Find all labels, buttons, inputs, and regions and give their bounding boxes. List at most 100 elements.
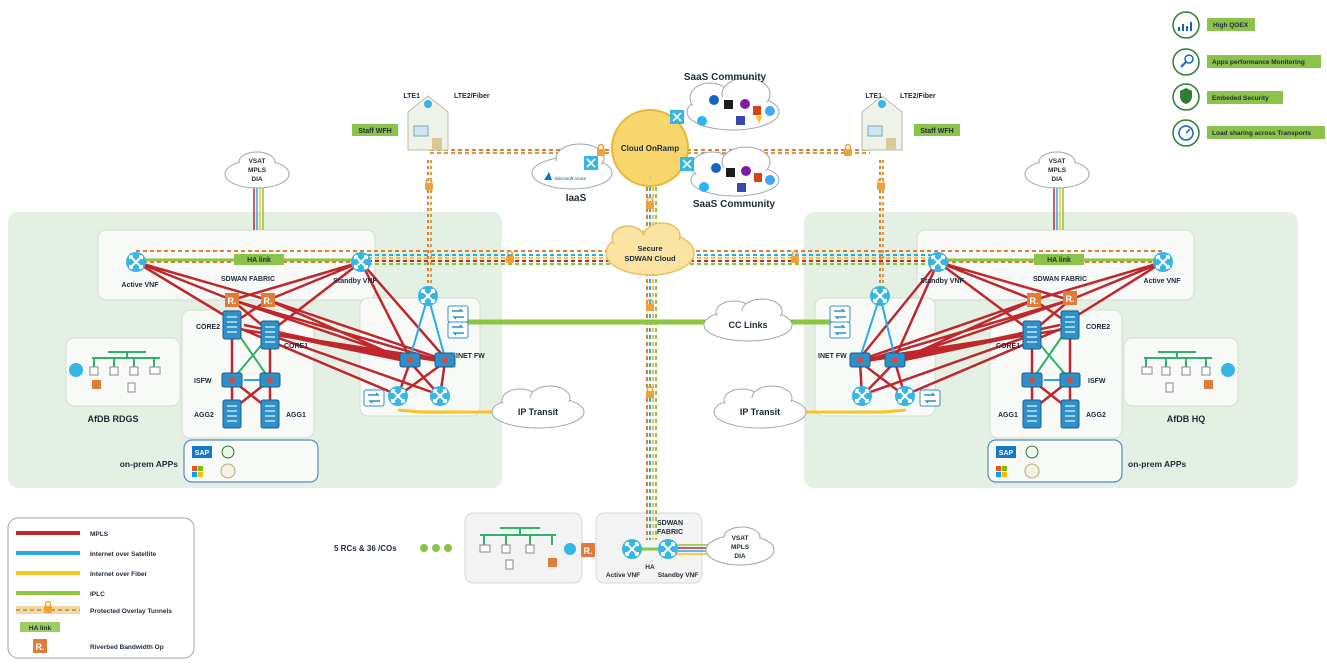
- left-lan-box: [65, 337, 181, 407]
- right-agg1-label: AGG1: [998, 412, 1018, 419]
- right-core1-label: CORE1: [996, 343, 1020, 350]
- right-active-vnf-label: Active VNF: [1144, 278, 1182, 285]
- right-isfw-icon-1: [1021, 372, 1043, 388]
- left-agg1-label: AGG1: [286, 412, 306, 419]
- svg-text:Internet over Fiber: Internet over Fiber: [90, 571, 148, 578]
- left-standby-vnf-icon: [350, 251, 372, 273]
- house-left: [407, 95, 449, 151]
- svg-text:HA link: HA link: [29, 625, 52, 632]
- left-active-vnf-icon: [125, 251, 147, 273]
- right-apps-icons: SAP: [996, 445, 1040, 479]
- left-agg1-icon: [260, 399, 280, 429]
- svg-text:Apps performance Monitoring: Apps performance Monitoring: [1212, 59, 1305, 66]
- rcs-label: 5 RCs & 36 /COs: [334, 544, 397, 553]
- left-core2-label: CORE2: [196, 324, 220, 331]
- left-lte2-label: LTE2/Fiber: [454, 93, 490, 100]
- left-fabric-label: SDWAN FABRIC: [221, 276, 275, 283]
- left-core-box: [181, 309, 315, 439]
- right-inet-switch-3: [919, 389, 941, 407]
- left-apps-icons: SAP: [192, 445, 236, 479]
- bottom-fabric-label-1: SDWAN: [657, 520, 683, 527]
- svg-text:VSAT: VSAT: [249, 158, 266, 165]
- left-active-vnf-label: Active VNF: [122, 282, 160, 289]
- right-lte1-label: LTE1: [865, 93, 882, 100]
- right-riverbed-1: [1027, 293, 1041, 307]
- svg-text:SDWAN Cloud: SDWAN Cloud: [624, 254, 676, 263]
- vsat-cloud-right: VSAT MPLS DIA: [1024, 151, 1090, 189]
- right-standby-vnf-label: Standby VNF: [920, 278, 964, 285]
- left-lan-group: [69, 351, 161, 393]
- left-agg2-icon: [222, 399, 242, 429]
- left-core1-icon: [260, 320, 280, 350]
- svg-text:HA link: HA link: [247, 257, 271, 264]
- legend: MPLS Internet over Satellite Internet ov…: [7, 517, 195, 659]
- bottom-active-vnf-label: Active VNF: [606, 572, 640, 579]
- iaas-label: IaaS: [566, 193, 587, 204]
- svg-text:SAP: SAP: [195, 450, 210, 457]
- svg-text:MPLS: MPLS: [248, 167, 267, 174]
- legend-swatch-ha: [20, 622, 60, 632]
- svg-text:MPLS: MPLS: [1048, 167, 1067, 174]
- right-apps-box: [987, 439, 1123, 483]
- svg-text:Riverbed Bandwidth Op: Riverbed Bandwidth Op: [90, 644, 164, 651]
- left-apps-label: on-prem APPs: [120, 459, 179, 469]
- benefit-apps-monitoring: Apps performance Monitoring: [1172, 48, 1321, 76]
- svg-text:MPLS: MPLS: [90, 531, 109, 538]
- right-inet-router-icon: [869, 285, 891, 307]
- svg-text:Cloud OnRamp: Cloud OnRamp: [621, 144, 679, 153]
- cloud-onramp: Cloud OnRamp: [611, 109, 689, 187]
- left-edge-router-1: [387, 385, 409, 407]
- svg-text:VSAT: VSAT: [1049, 158, 1066, 165]
- left-lte1-label: LTE1: [403, 93, 420, 100]
- benefit-load-sharing: Load sharing across Transports: [1172, 119, 1325, 147]
- left-agg2-label: AGG2: [194, 412, 214, 419]
- svg-text:Staff WFH: Staff WFH: [358, 128, 391, 135]
- left-apps-box: [183, 439, 319, 483]
- right-fabric-label: SDWAN FABRIC: [1033, 276, 1087, 283]
- left-standby-vnf-label: Standby VNF: [333, 278, 377, 285]
- right-standby-vnf-icon: [927, 251, 949, 273]
- right-inet-fw-label: INET FW: [818, 353, 847, 360]
- left-isfw-icon-1: [221, 372, 243, 388]
- svg-text:IP Transit: IP Transit: [740, 407, 780, 417]
- cloud-service-icons: [584, 110, 694, 171]
- svg-text:IPLC: IPLC: [90, 591, 105, 598]
- benefit-embedded-security: Embeded Security: [1172, 83, 1283, 111]
- svg-text:DIA: DIA: [734, 553, 746, 560]
- svg-text:Staff WFH: Staff WFH: [920, 128, 953, 135]
- right-agg2-label: AGG2: [1086, 412, 1106, 419]
- right-agg2-icon: [1060, 399, 1080, 429]
- bottom-lan-group: [479, 527, 576, 570]
- bottom-fabric-label-2: FABRIC: [657, 529, 683, 536]
- right-inet-fw-icon-1: [849, 352, 871, 368]
- svg-text:Protected Overlay Tunnels: Protected Overlay Tunnels: [90, 608, 172, 615]
- left-edge-router-2: [429, 385, 451, 407]
- right-lan-box: [1123, 337, 1239, 407]
- cc-links-cloud: CC Links: [703, 298, 793, 342]
- saas-cloud-top: [686, 77, 780, 131]
- svg-text:CC Links: CC Links: [728, 320, 767, 330]
- svg-text:DIA: DIA: [251, 176, 263, 183]
- left-inet-switch-2: [447, 321, 469, 339]
- left-core1-label: CORE1: [284, 343, 308, 350]
- bottom-ha-label: HA: [645, 564, 655, 571]
- right-ip-transit-line: [800, 408, 907, 414]
- right-edge-router-1: [851, 385, 873, 407]
- right-edge-router-2: [894, 385, 916, 407]
- svg-text:IP Transit: IP Transit: [518, 407, 558, 417]
- left-inet-switch-1: [447, 305, 469, 323]
- secure-sdwan-cloud: Secure SDWAN Cloud: [605, 222, 695, 276]
- ip-transit-cloud-left: IP Transit: [491, 385, 585, 429]
- left-riverbed-2: [261, 293, 275, 307]
- left-inet-switch-3: [363, 389, 385, 407]
- right-isfw-label: ISFW: [1088, 378, 1106, 385]
- left-isfw-icon-2: [259, 372, 281, 388]
- right-agg1-icon: [1022, 399, 1042, 429]
- left-ip-transit-line: [397, 408, 500, 414]
- right-active-vnf-icon: [1152, 251, 1174, 273]
- vsat-cloud-bottom: VSAT MPLS DIA: [705, 526, 775, 566]
- left-ha-badge: [234, 254, 284, 265]
- left-inet-router-icon: [417, 285, 439, 307]
- right-lte2-label: LTE2/Fiber: [900, 93, 936, 100]
